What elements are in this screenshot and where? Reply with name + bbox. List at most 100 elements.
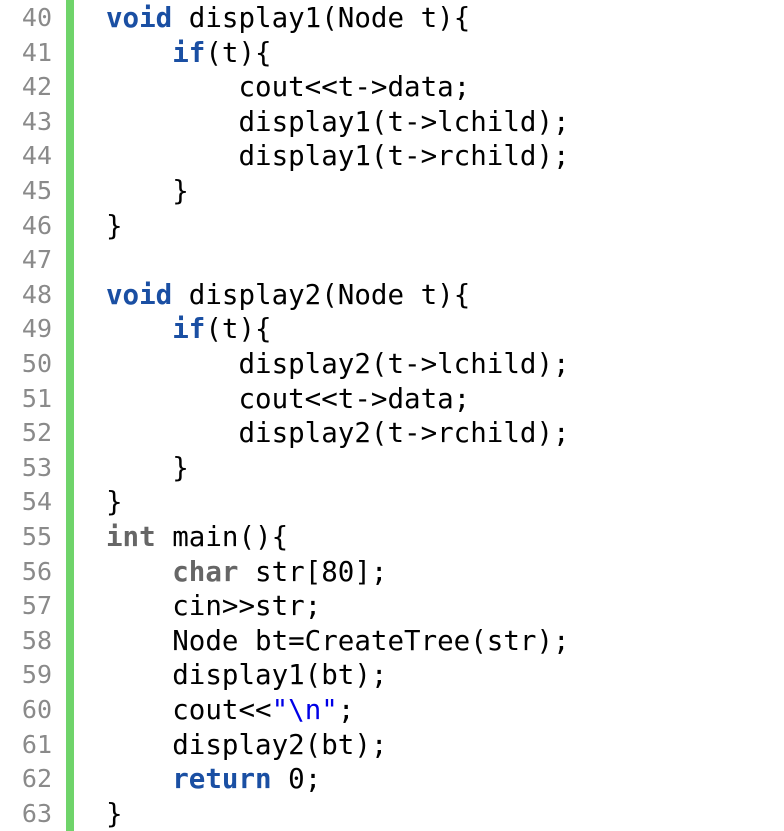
code-token: display1(Node t){ (172, 2, 471, 34)
code-line[interactable]: 50 display2(t->lchild); (0, 347, 784, 382)
line-number: 63 (21, 798, 52, 828)
code-token: cout<<t->data; (106, 382, 471, 415)
code-token: display2(t->rchild); (106, 417, 570, 450)
change-indicator-bar (66, 0, 74, 831)
line-number: 50 (21, 349, 52, 378)
code-token: display2(Node t){ (172, 278, 471, 311)
code-line[interactable]: 56 char str[80]; (0, 555, 784, 590)
code-token: cout<< (106, 694, 272, 726)
code-text: display1(bt); (106, 658, 387, 693)
code-token: display1(t->lchild); (106, 105, 570, 138)
line-number: 40 (21, 3, 52, 32)
code-token: main(){ (155, 521, 289, 553)
code-text: display2(bt); (106, 728, 387, 763)
code-token: (t){ (205, 313, 272, 346)
line-number: 60 (21, 695, 52, 724)
code-text: cout<<t->data; (106, 382, 470, 417)
line-number-gutter (0, 0, 66, 831)
code-token: display2(bt); (106, 728, 388, 761)
code-token: 0; (271, 763, 322, 796)
line-number: 49 (21, 314, 52, 344)
code-line[interactable]: 62 return 0; (0, 762, 784, 797)
code-line[interactable]: 58 Node bt=CreateTree(str); (0, 624, 784, 659)
line-number: 51 (21, 383, 52, 413)
code-line[interactable]: 41 if(t){ (0, 36, 784, 71)
code-token: } (106, 175, 189, 207)
code-token: display1(t->rchild); (106, 140, 570, 173)
code-line[interactable]: 51 cout<<t->data; (0, 382, 784, 417)
code-text: int main(){ (106, 520, 288, 555)
code-token: } (106, 209, 123, 242)
code-line[interactable]: 55 int main(){ (0, 520, 784, 555)
code-text: cout<<"\n"; (106, 693, 354, 728)
code-text: display1(t->rchild); (106, 139, 570, 174)
code-text: } (106, 485, 123, 520)
code-text: return 0; (106, 762, 321, 797)
code-token: cout<<t->data; (106, 71, 471, 104)
code-token: ; (337, 694, 355, 726)
code-line[interactable]: 44 display1(t->rchild); (0, 139, 784, 174)
code-text: } (106, 209, 123, 244)
code-line[interactable]: 43 display1(t->lchild); (0, 105, 784, 140)
code-line[interactable]: 52 display2(t->rchild); (0, 416, 784, 451)
code-line[interactable]: 54} (0, 485, 784, 520)
code-token: display1(bt); (106, 659, 388, 692)
code-line[interactable]: 61 display2(bt); (0, 728, 784, 763)
code-text: display1(t->lchild); (106, 105, 570, 140)
code-text: char str[80]; (106, 555, 387, 590)
string-literal-token: "\n" (271, 694, 338, 726)
code-token (106, 313, 172, 345)
code-token: } (106, 451, 189, 484)
code-token: str[80]; (238, 555, 388, 588)
line-number: 53 (21, 452, 52, 482)
code-token (106, 556, 172, 588)
code-text: if(t){ (106, 36, 272, 71)
code-text: Node bt=CreateTree(str); (106, 624, 570, 659)
code-text: } (106, 174, 189, 209)
code-text: cin>>str; (106, 589, 321, 624)
line-number: 55 (21, 522, 52, 551)
code-token: (t){ (205, 36, 272, 69)
line-number: 57 (21, 591, 52, 621)
code-text: display2(t->rchild); (106, 416, 570, 451)
code-text: } (106, 451, 189, 486)
code-text: } (106, 797, 123, 831)
line-number: 45 (21, 176, 52, 205)
line-number: 42 (21, 72, 52, 102)
line-number: 44 (21, 141, 52, 171)
keyword-token: if (172, 36, 206, 69)
code-text: if(t){ (106, 312, 272, 347)
line-number: 54 (21, 487, 52, 517)
code-line[interactable]: 47 (0, 243, 784, 278)
line-number: 61 (21, 729, 52, 759)
line-number: 62 (21, 764, 52, 794)
code-line[interactable]: 48 void display2(Node t){ (0, 278, 784, 313)
line-number: 52 (21, 418, 52, 448)
code-line[interactable]: 63} (0, 797, 784, 831)
line-number: 58 (21, 625, 52, 655)
code-line[interactable]: 57 cin>>str; (0, 589, 784, 624)
code-line[interactable]: 53 } (0, 451, 784, 486)
code-token: display2(t->lchild); (106, 348, 570, 380)
code-line[interactable]: 46} (0, 209, 784, 244)
code-token: } (106, 797, 123, 830)
code-token (106, 37, 172, 69)
keyword-token: return (172, 763, 272, 796)
code-line[interactable]: 42 cout<<t->data; (0, 70, 784, 105)
line-number: 48 (21, 279, 52, 309)
code-token: } (106, 486, 123, 519)
code-token: Node bt=CreateTree(str); (106, 624, 570, 657)
line-number: 43 (21, 106, 52, 136)
line-number: 56 (21, 556, 52, 586)
code-line[interactable]: 49 if(t){ (0, 312, 784, 347)
line-number: 46 (21, 210, 52, 240)
keyword-token: void (106, 278, 173, 311)
code-line[interactable]: 59 display1(bt); (0, 658, 784, 693)
code-line[interactable]: 60 cout<<"\n"; (0, 693, 784, 728)
line-number: 47 (21, 245, 52, 275)
code-token: cin>>str; (106, 590, 322, 623)
code-line[interactable]: 45 } (0, 174, 784, 209)
line-number: 59 (21, 660, 52, 690)
